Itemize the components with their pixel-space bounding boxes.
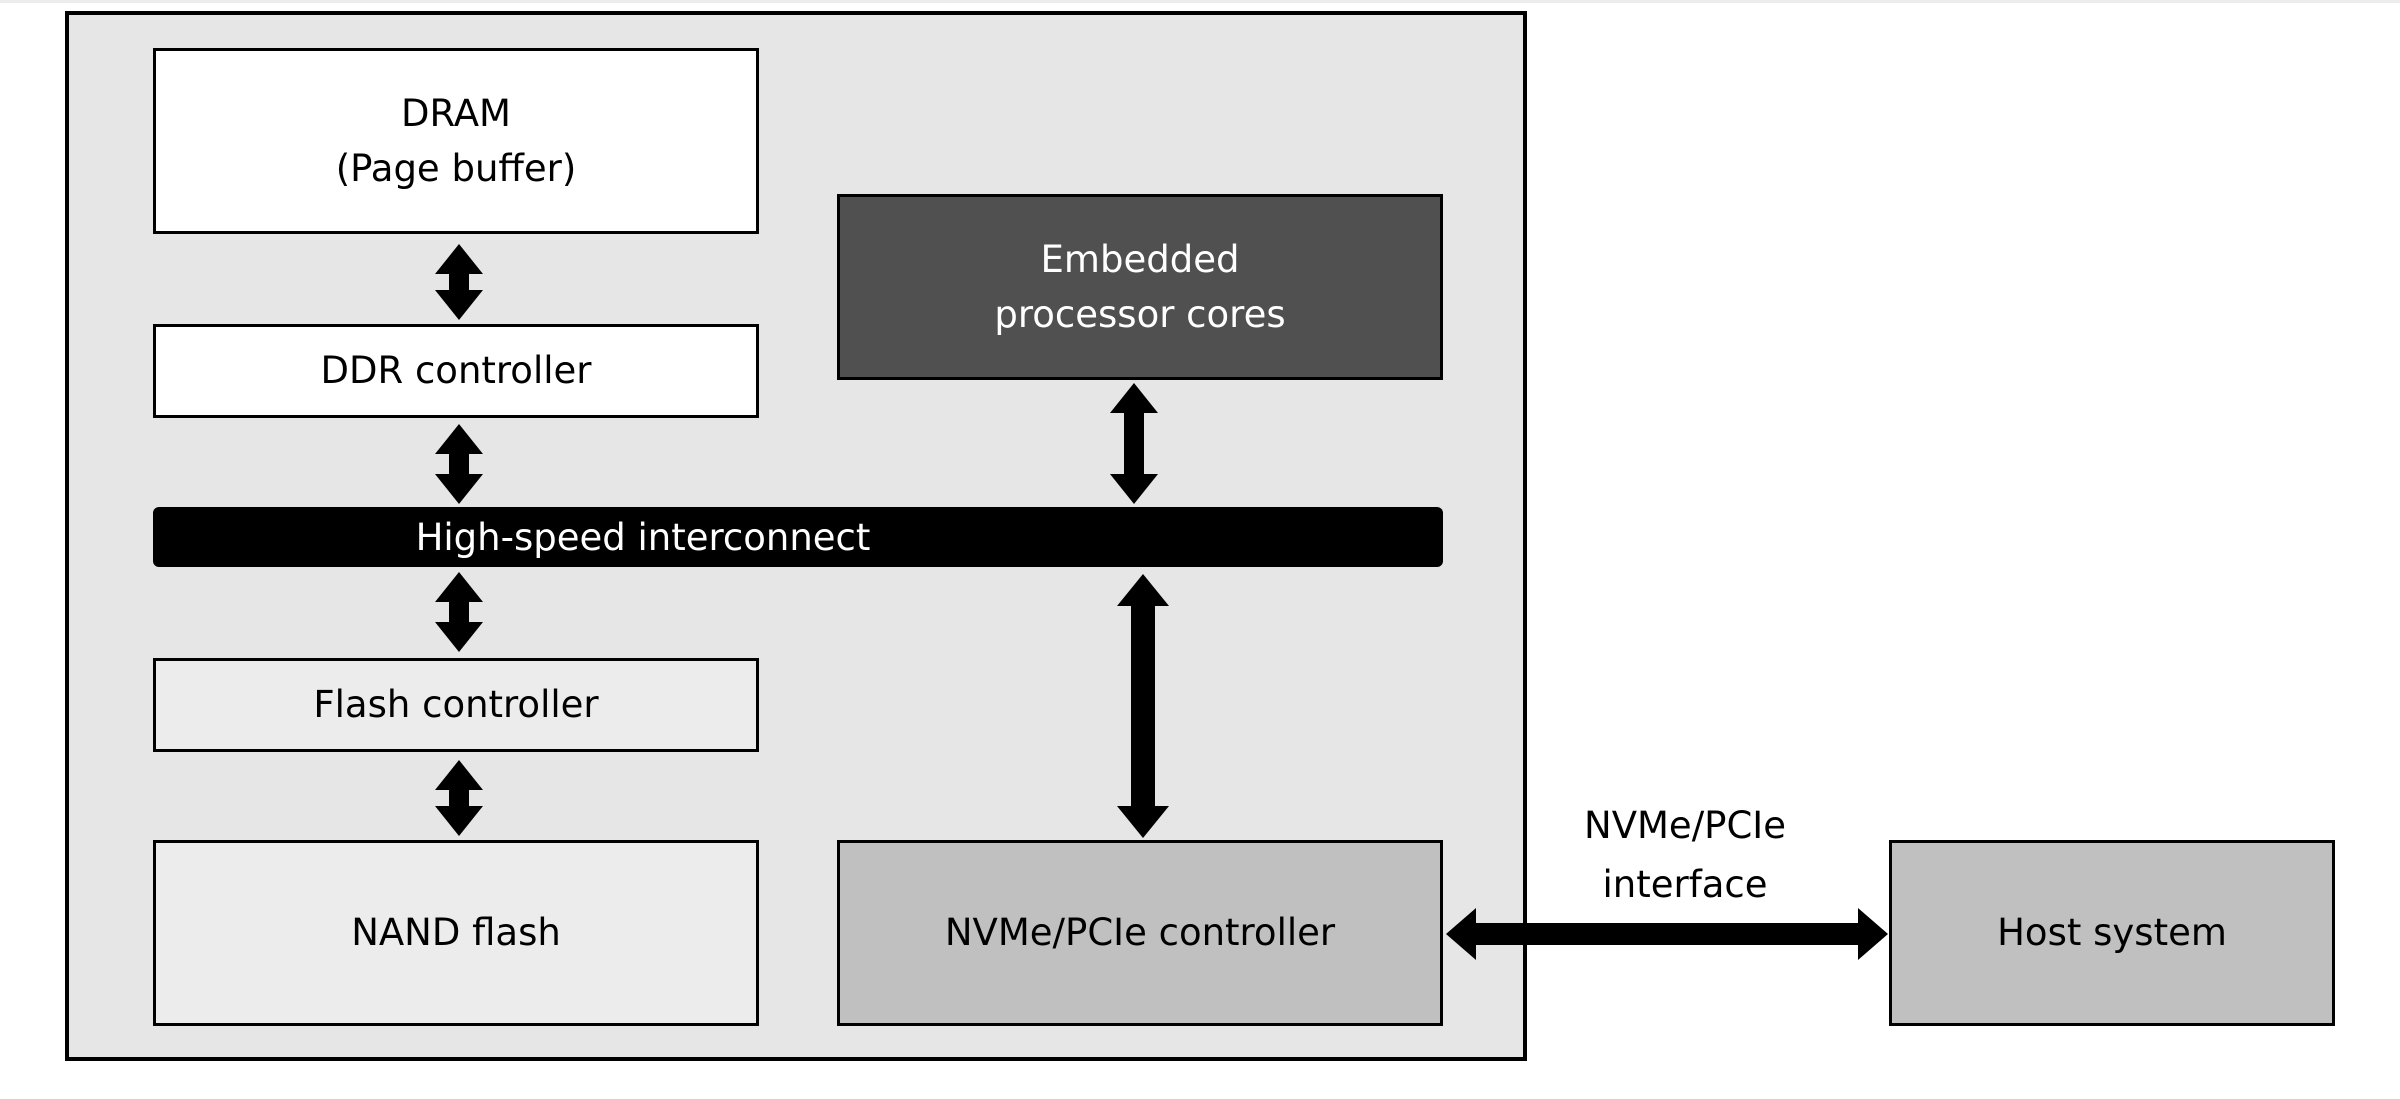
top-rule: [0, 0, 2400, 3]
ddr-controller-block: DDR controller: [153, 324, 759, 418]
nand-flash-block: NAND flash: [153, 840, 759, 1026]
dram-label: DRAM (Page buffer): [335, 91, 577, 191]
host-system-label: Host system: [1997, 911, 2227, 955]
nvme-controller-label: NVMe/PCIe controller: [944, 911, 1336, 955]
nand-flash-label: NAND flash: [351, 911, 561, 955]
high-speed-interconnect: High-speed interconnect: [153, 507, 1443, 567]
flash-controller-block: Flash controller: [153, 658, 759, 752]
nvme-controller-block: NVMe/PCIe controller: [837, 840, 1443, 1026]
host-system-block: Host system: [1889, 840, 2335, 1026]
interface-label: NVMe/PCIe interface: [1584, 804, 1786, 907]
embedded-cores-label: Embedded processor cores: [994, 237, 1286, 337]
flash-controller-label: Flash controller: [313, 683, 599, 727]
dram-block: DRAM (Page buffer): [153, 48, 759, 234]
embedded-cores-block: Embedded processor cores: [837, 194, 1443, 380]
interconnect-label: High-speed interconnect: [415, 515, 871, 559]
ddr-controller-label: DDR controller: [320, 349, 592, 393]
